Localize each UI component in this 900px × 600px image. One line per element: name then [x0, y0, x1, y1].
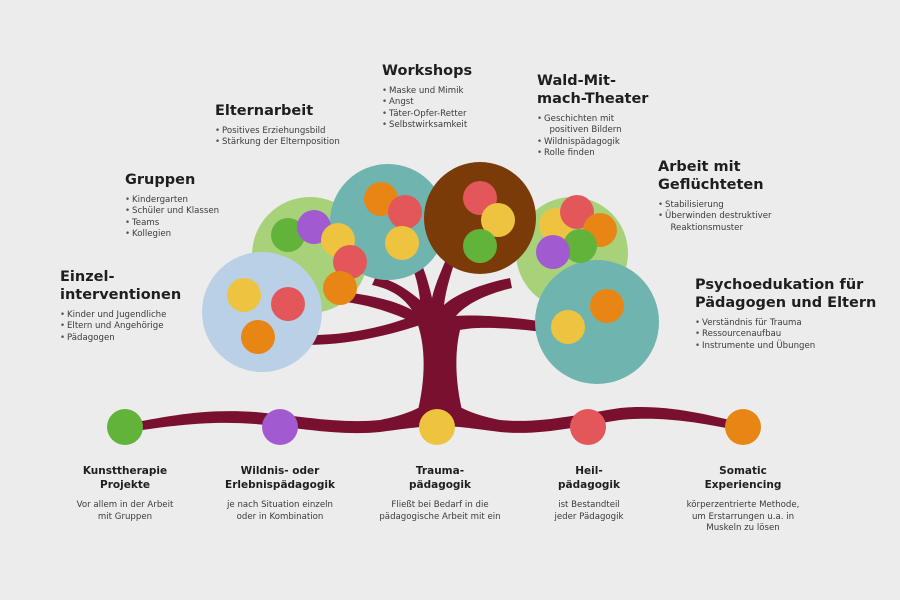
list-item: Kinder und Jugendliche — [60, 310, 181, 322]
list-item: Pädagogen — [60, 333, 181, 345]
list-item: Geschichten mit positiven Bildern — [537, 114, 648, 137]
branch-title: Einzel-interventionen — [60, 269, 182, 303]
crown-workshops — [424, 162, 536, 274]
branch-workshops: Workshops Maske und Mimik Angst Täter-Op… — [382, 62, 472, 132]
dot-orange — [590, 289, 624, 323]
dot-yellow — [551, 310, 585, 344]
list-item: Teams — [125, 218, 219, 230]
list-item: Kindergarten — [125, 195, 219, 207]
root-dot-purple — [262, 409, 298, 445]
list-item: Schüler und Klassen — [125, 206, 219, 218]
dot-red — [271, 287, 305, 321]
list-item: Positives Erziehungsbild — [215, 126, 340, 138]
root-dot-orange — [725, 409, 761, 445]
dot-green — [463, 229, 497, 263]
branch-list: Kindergarten Schüler und Klassen Teams K… — [125, 195, 219, 241]
crown-psychoedukation — [535, 260, 659, 384]
branch-wald-mit-mach-theater: Wald-Mit-mach-Theater Geschichten mit po… — [537, 72, 648, 160]
dot-purple — [536, 235, 570, 269]
branch-list: Geschichten mit positiven Bildern Wildni… — [537, 114, 648, 160]
branch-gruppen: Gruppen Kindergarten Schüler und Klassen… — [125, 171, 219, 241]
root-traumapaedagogik: Trauma-pädagogik Fließt bei Bedarf in di… — [365, 464, 515, 523]
branch-list: Positives Erziehungsbild Stärkung der El… — [215, 126, 340, 149]
branch-title: Elternarbeit — [215, 103, 314, 119]
list-item: Wildnispädagogik — [537, 137, 648, 149]
list-item: Ressourcenaufbau — [695, 329, 876, 341]
branch-list: Stabilisierung Überwinden destruktiver R… — [658, 200, 772, 234]
dot-green — [563, 229, 597, 263]
branch-title: Wald-Mit-mach-Theater — [537, 73, 649, 107]
list-item: Maske und Mimik — [382, 86, 472, 98]
branch-title: Gruppen — [125, 172, 196, 188]
root-title: Heil-pädagogik — [557, 465, 621, 491]
list-item: Überwinden destruktiver Reaktionsmuster — [658, 211, 772, 234]
dot-yellow — [481, 203, 515, 237]
branch-list: Kinder und Jugendliche Eltern und Angehö… — [60, 310, 181, 345]
root-dot-green — [107, 409, 143, 445]
root-dot-yellow — [419, 409, 455, 445]
dot-red — [333, 245, 367, 279]
trunk-main — [320, 246, 545, 410]
dot-red — [560, 195, 594, 229]
root-description: körperzentrierte Methode,um Erstarrungen… — [686, 500, 800, 533]
dot-red — [388, 195, 422, 229]
list-item: Rolle finden — [537, 148, 648, 160]
dot-orange — [241, 320, 275, 354]
list-item: Stärkung der Elternposition — [215, 137, 340, 149]
branch-title: Workshops — [382, 63, 473, 79]
branch-left-low — [305, 314, 420, 345]
list-item: Angst — [382, 97, 472, 109]
branch-einzelinterventionen: Einzel-interventionen Kinder und Jugendl… — [60, 268, 182, 345]
list-item: Selbstwirksamkeit — [382, 120, 472, 132]
root-title: Trauma-pädagogik — [408, 465, 472, 491]
list-item: Instrumente und Übungen — [695, 341, 876, 353]
list-item: Eltern und Angehörige — [60, 321, 181, 333]
branch-list: Maske und Mimik Angst Täter-Opfer-Retter… — [382, 86, 472, 132]
list-item: Kollegien — [125, 229, 219, 241]
dot-yellow — [227, 278, 261, 312]
list-item: Stabilisierung — [658, 200, 772, 212]
branch-elternarbeit: Elternarbeit Positives Erziehungsbild St… — [215, 102, 340, 149]
root-dot-red — [570, 409, 606, 445]
crown-einzelinterventionen — [202, 252, 322, 372]
list-item: Verständnis für Trauma — [695, 318, 876, 330]
dot-green — [271, 218, 305, 252]
dot-orange — [323, 271, 357, 305]
dot-yellow — [385, 226, 419, 260]
list-item: Täter-Opfer-Retter — [382, 109, 472, 121]
branch-list: Verständnis für Trauma Ressourcenaufbau … — [695, 318, 876, 353]
